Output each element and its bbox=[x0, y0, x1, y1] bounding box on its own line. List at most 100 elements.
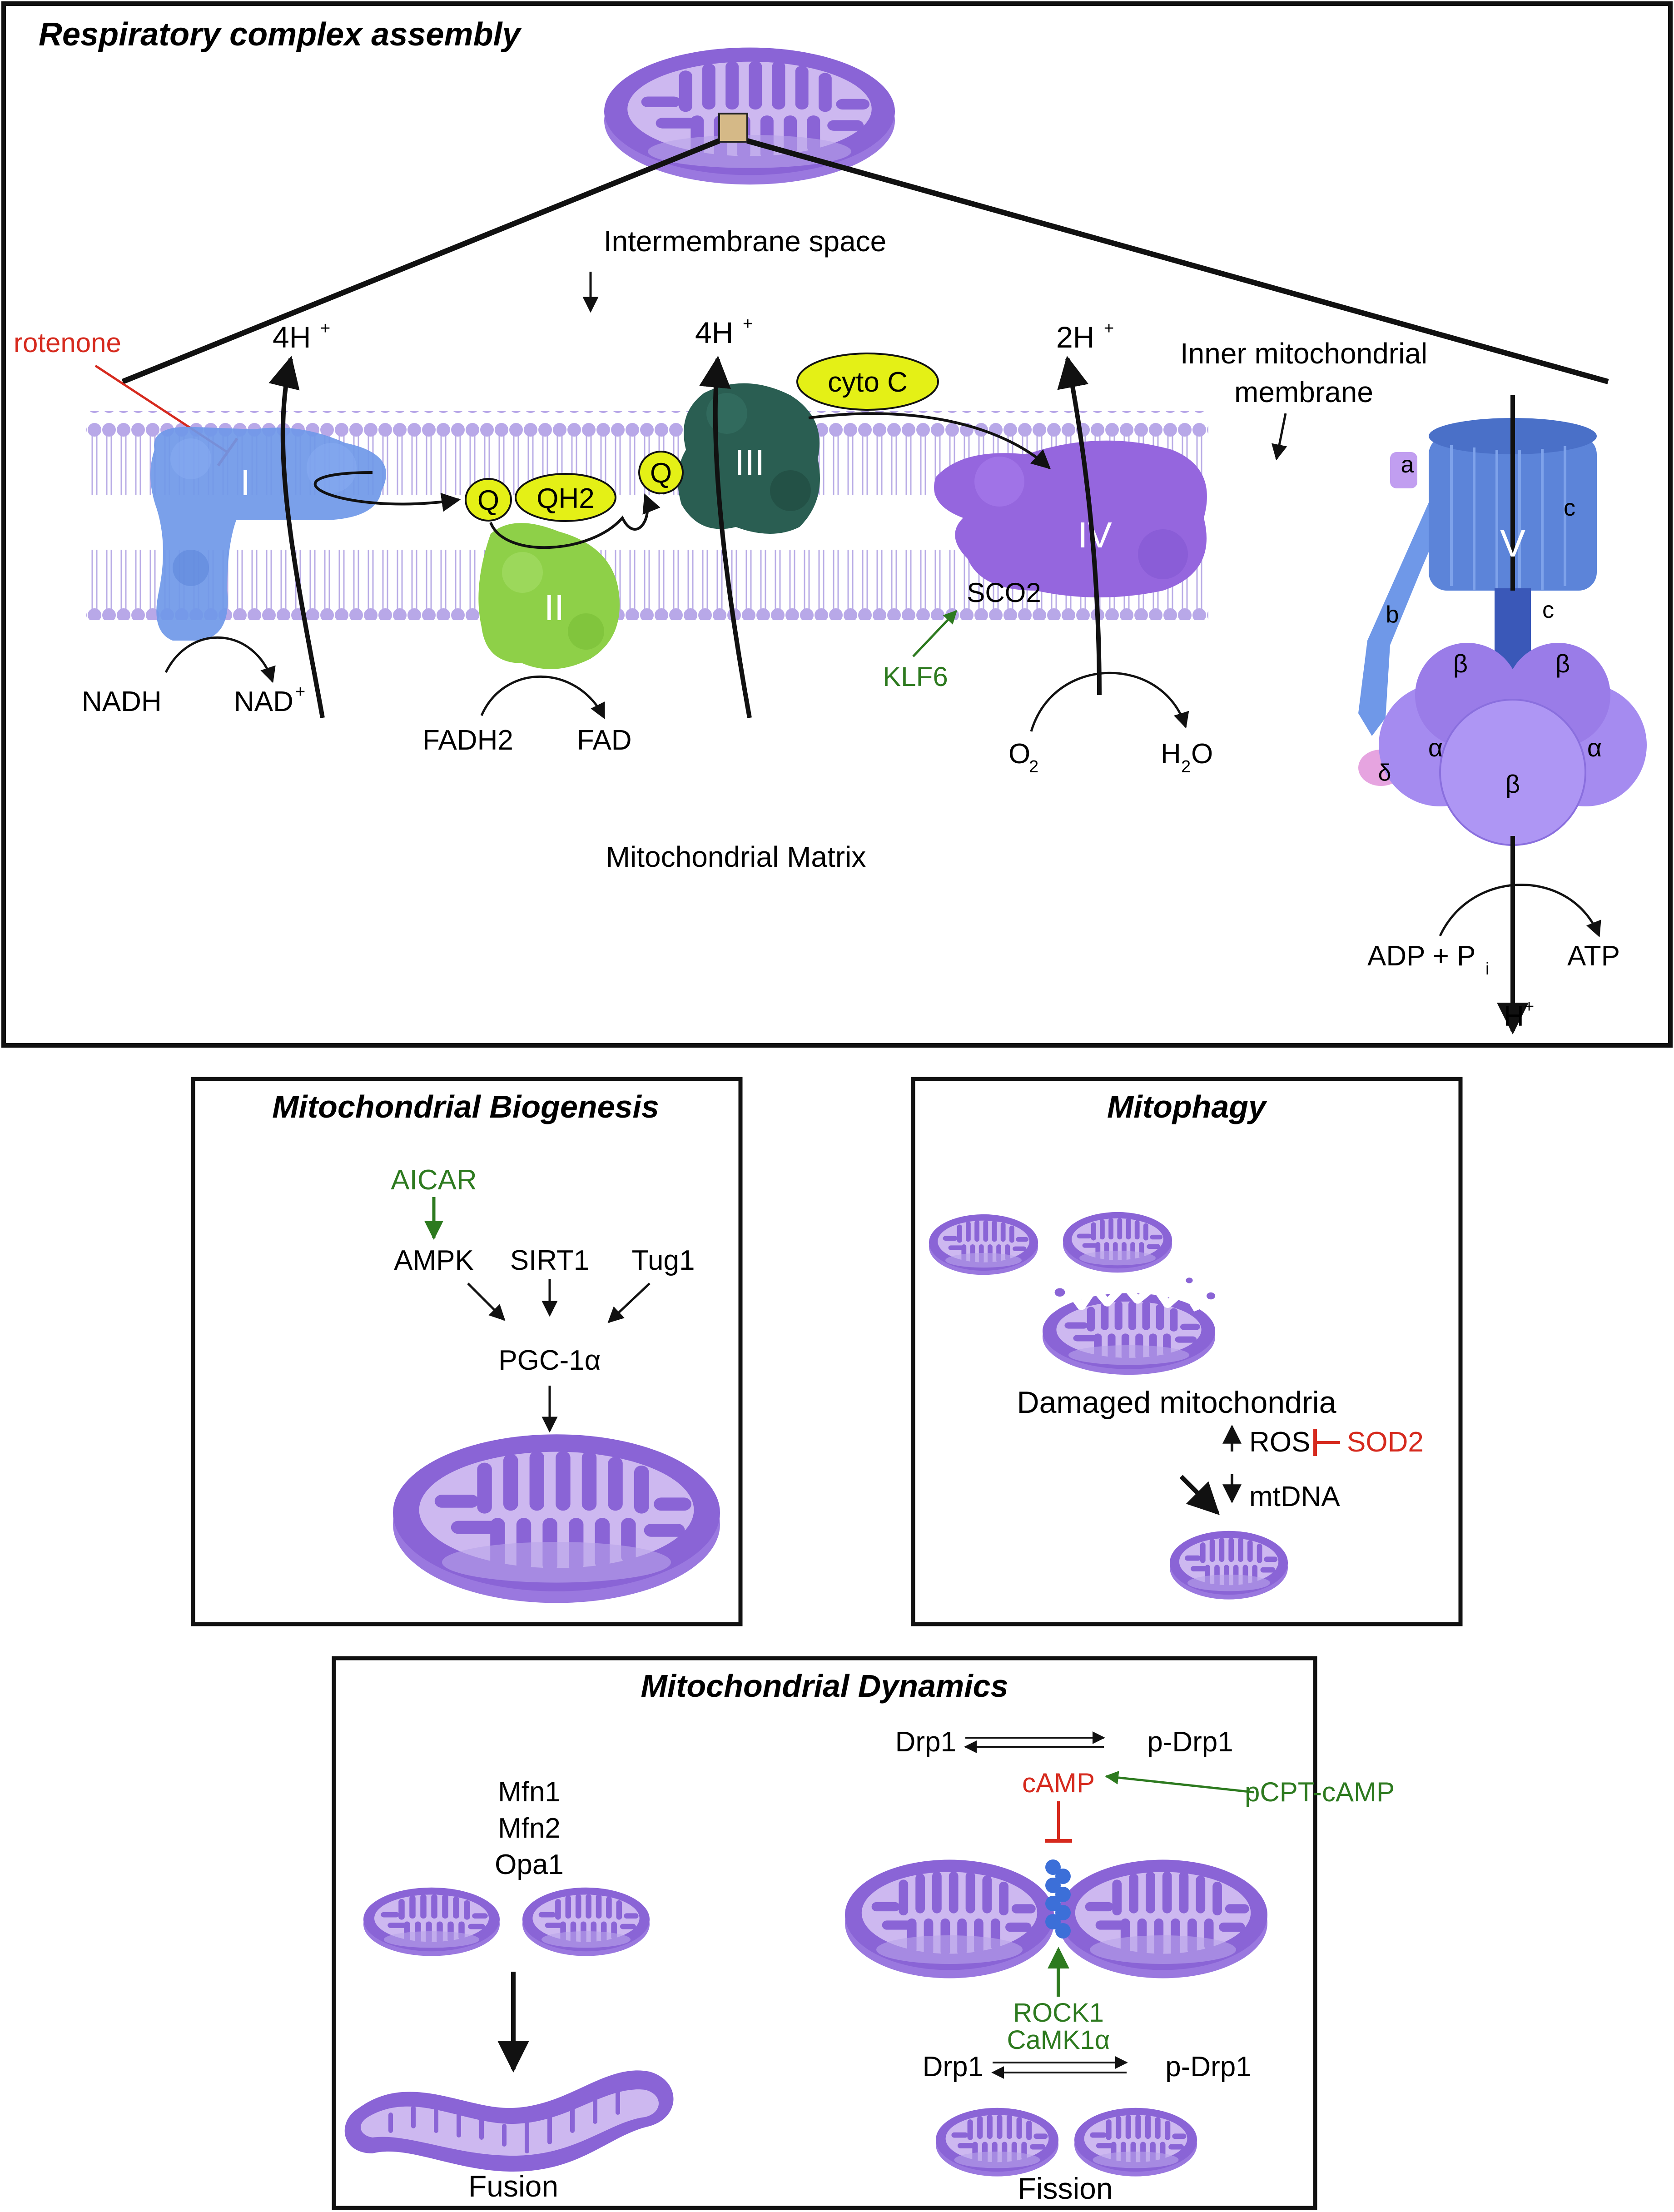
sod2-label: SOD2 bbox=[1347, 1427, 1424, 1458]
q-carrier-1-label: Q bbox=[477, 485, 499, 516]
dynamics-title: Mitochondrial Dynamics bbox=[641, 1668, 1008, 1704]
subunit-a bbox=[1390, 452, 1417, 488]
subunit-a-label: a bbox=[1401, 452, 1414, 478]
cytochrome-c bbox=[796, 353, 939, 411]
beta-center-label: β bbox=[1505, 770, 1520, 798]
ampk-to-pgc-arrow bbox=[467, 1282, 506, 1321]
proton-IV-label: 2H bbox=[1056, 320, 1094, 354]
complex-III-label: III bbox=[735, 442, 765, 482]
proton-III-plus: + bbox=[743, 314, 753, 333]
subunit-c-label-1: c bbox=[1564, 495, 1575, 521]
proton-IV-plus: + bbox=[1104, 319, 1114, 338]
tug1-label: Tug1 bbox=[631, 1245, 695, 1276]
delta-label: δ bbox=[1378, 760, 1391, 786]
electron-flow-I-to-Q bbox=[313, 471, 461, 512]
subunit-c-label-2: c bbox=[1542, 597, 1554, 623]
damaged-mitochondria-label: Damaged mitochondria bbox=[1017, 1385, 1336, 1420]
zoom-box bbox=[718, 113, 748, 143]
respiratory-panel: Respiratory complex assembly Intermembra… bbox=[1, 1, 1673, 1048]
qh2-carrier bbox=[515, 473, 616, 522]
complex-I-label: I bbox=[240, 462, 250, 503]
drp1-ring bbox=[1045, 1859, 1071, 1939]
degraded-mitochondrion bbox=[1170, 1531, 1288, 1600]
klf6-label: KLF6 bbox=[883, 661, 948, 692]
opa1-label: Opa1 bbox=[495, 1849, 564, 1880]
proton-I-plus: + bbox=[320, 319, 330, 338]
inner-membrane-label-2: membrane bbox=[1234, 376, 1373, 408]
beta-left-label: β bbox=[1453, 649, 1468, 678]
camk1a-label: CaMK1α bbox=[1007, 2025, 1110, 2055]
q-carrier-2 bbox=[638, 451, 684, 494]
mfn2-label: Mfn2 bbox=[498, 1813, 561, 1844]
intermembrane-label: Intermembrane space bbox=[604, 225, 887, 258]
beta-right-label: β bbox=[1555, 649, 1570, 678]
dividing-mitochondrion bbox=[845, 1860, 1054, 1978]
h2o-subscript: 2 bbox=[1181, 757, 1191, 776]
cytochrome-c-label: cyto C bbox=[828, 367, 908, 398]
aicar-label: AICAR bbox=[391, 1164, 477, 1196]
drp1-top-label: Drp1 bbox=[895, 1726, 956, 1758]
hplus-plus: + bbox=[1524, 997, 1534, 1016]
adp-label: ADP + P bbox=[1367, 940, 1475, 972]
dividing-mitochondrion-right bbox=[1058, 1860, 1267, 1978]
healthy-mitochondrion-2 bbox=[1063, 1212, 1172, 1273]
complex-V-label: V bbox=[1500, 522, 1525, 565]
sco2-label: SCO2 bbox=[967, 577, 1041, 608]
pdrp1-top-label: p-Drp1 bbox=[1147, 1726, 1233, 1758]
o2-subscript: 2 bbox=[1029, 757, 1038, 776]
atp-synthesis-arrow bbox=[1439, 884, 1601, 938]
nad-plus: + bbox=[295, 682, 305, 701]
mfn1-label: Mfn1 bbox=[498, 1776, 561, 1808]
nad-label: NAD bbox=[234, 686, 293, 717]
proton-I-label: 4H bbox=[273, 320, 311, 354]
fadh2-label: FADH2 bbox=[422, 725, 513, 756]
fused-mitochondrion bbox=[344, 2070, 674, 2172]
fadh2-reaction-arrow bbox=[480, 675, 606, 720]
h2o-o: O bbox=[1191, 738, 1213, 770]
q-carrier-1 bbox=[465, 478, 512, 522]
fission-mitochondrion-2 bbox=[1074, 2108, 1197, 2177]
camp-label: cAMP bbox=[1022, 1768, 1095, 1798]
nadh-label: NADH bbox=[82, 686, 162, 717]
complex-V bbox=[1358, 395, 1647, 846]
ampk-label: AMPK bbox=[394, 1245, 474, 1276]
rock1-label: ROCK1 bbox=[1013, 1998, 1104, 2028]
zoom-line-left bbox=[121, 138, 720, 384]
biogenesis-panel: Mitochondrial Biogenesis AICAR AMPK SIRT… bbox=[191, 1077, 743, 1626]
biogenesis-title: Mitochondrial Biogenesis bbox=[272, 1089, 659, 1124]
fusion-label: Fusion bbox=[468, 2169, 558, 2203]
damage-to-mitophagy-arrow bbox=[1179, 1475, 1220, 1515]
sirt1-label: SIRT1 bbox=[510, 1245, 590, 1276]
o2-label: O bbox=[1008, 738, 1030, 770]
inner-membrane-arrow bbox=[1272, 413, 1287, 461]
fission-label: Fission bbox=[1018, 2172, 1113, 2205]
proton-pump-I-arrow bbox=[268, 356, 325, 718]
proton-pump-IV-arrow bbox=[1057, 356, 1102, 696]
zoom-line-right bbox=[746, 138, 1609, 384]
hplus-label: H bbox=[1504, 1001, 1524, 1032]
inner-membrane-label-1: Inner mitochondrial bbox=[1180, 337, 1427, 370]
proton-pump-III-arrow bbox=[699, 356, 752, 718]
pcpt-camp-activation-arrow bbox=[1105, 1770, 1254, 1794]
atp-label: ATP bbox=[1567, 940, 1620, 972]
dynamics-panel: Mitochondrial Dynamics Mfn1 Mfn2 Opa1 Fu… bbox=[332, 1656, 1395, 2210]
alpha-left-label: α bbox=[1428, 733, 1443, 762]
fission-mitochondrion-1 bbox=[936, 2108, 1058, 2177]
rotenone-label: rotenone bbox=[14, 328, 121, 358]
nadh-reaction-arrow bbox=[164, 636, 276, 683]
top-mitochondrion bbox=[604, 48, 895, 185]
complex-II-label: II bbox=[544, 587, 564, 628]
oxygen-reaction-arrow bbox=[1030, 671, 1189, 732]
respiratory-title: Respiratory complex assembly bbox=[39, 16, 522, 53]
alpha-right-label: α bbox=[1587, 733, 1602, 762]
mitophagy-title: Mitophagy bbox=[1107, 1089, 1267, 1124]
proton-III-label: 4H bbox=[695, 316, 733, 349]
ros-label: ROS bbox=[1249, 1427, 1310, 1458]
complex-I bbox=[150, 427, 387, 641]
drp1-bottom-label: Drp1 bbox=[923, 2051, 984, 2083]
fusion-mitochondrion-1 bbox=[363, 1888, 500, 1956]
klf6-activation-arrow bbox=[912, 610, 958, 657]
biogenesis-mitochondrion bbox=[393, 1434, 720, 1603]
complex-IV bbox=[934, 440, 1207, 597]
